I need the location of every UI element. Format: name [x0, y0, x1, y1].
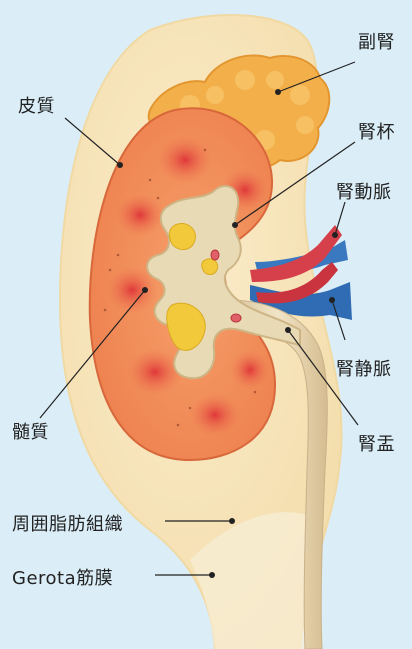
- label-gerota-fascia: Gerota筋膜: [12, 564, 113, 590]
- leader-artery: [335, 202, 345, 235]
- label-pelvis: 腎盂: [358, 430, 395, 456]
- label-medulla: 髄質: [12, 418, 49, 444]
- label-perirenal-fat: 周囲脂肪組織: [12, 510, 123, 536]
- label-cortex: 皮質: [18, 92, 55, 118]
- label-calyx: 腎杯: [358, 118, 395, 144]
- label-renal-vein: 腎静脈: [336, 355, 392, 381]
- label-renal-artery: 腎動脈: [336, 178, 392, 204]
- label-adrenal: 副腎: [358, 28, 395, 54]
